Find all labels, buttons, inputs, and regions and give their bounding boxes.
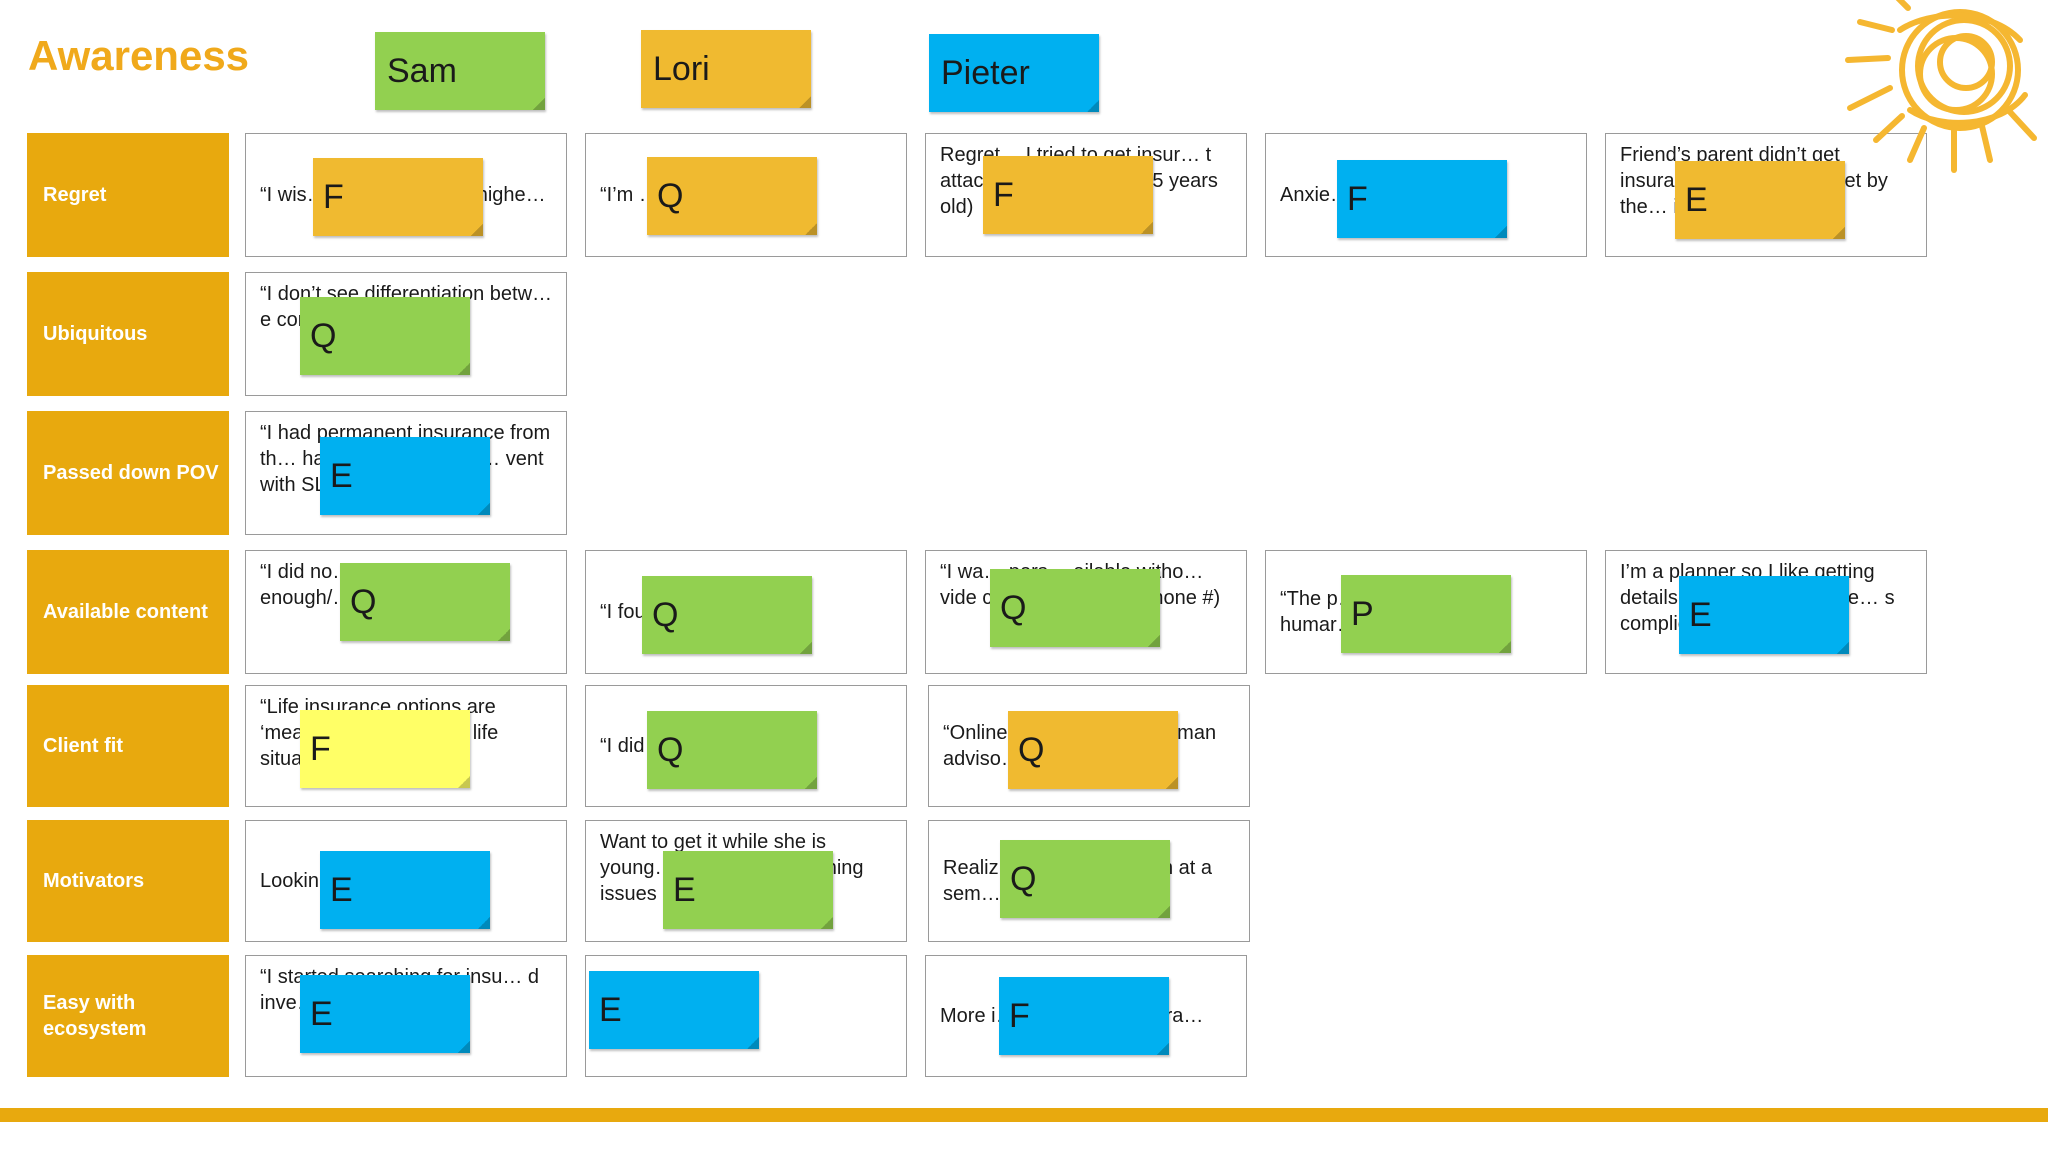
sticky-note[interactable]: E (320, 851, 490, 929)
row-label-easy-with-ecosystem: Easy with ecosystem (27, 955, 229, 1077)
legend-lori: Lori (641, 30, 811, 108)
sticky-note[interactable]: E (1675, 161, 1845, 239)
row-label-regret: Regret (27, 133, 229, 257)
sticky-note[interactable]: F (999, 977, 1169, 1055)
sticky-note[interactable]: Q (1008, 711, 1178, 789)
sticky-note[interactable]: Q (340, 563, 510, 641)
row-label-passed-down-pov: Passed down POV (27, 411, 229, 535)
sticky-note[interactable]: Q (647, 711, 817, 789)
sticky-note[interactable]: Q (647, 157, 817, 235)
sticky-note[interactable]: E (320, 437, 490, 515)
sticky-note[interactable]: F (1337, 160, 1507, 238)
sticky-note[interactable]: Q (1000, 840, 1170, 918)
sticky-note[interactable]: E (1679, 576, 1849, 654)
row-label-ubiquitous: Ubiquitous (27, 272, 229, 396)
legend-sam: Sam (375, 32, 545, 110)
sticky-note[interactable]: E (589, 971, 759, 1049)
sticky-note[interactable]: P (1341, 575, 1511, 653)
row-label-client-fit: Client fit (27, 685, 229, 807)
sticky-note[interactable]: E (300, 975, 470, 1053)
sticky-note[interactable]: E (663, 851, 833, 929)
page-title: Awareness (28, 32, 250, 79)
sticky-note[interactable]: Q (300, 297, 470, 375)
sun-logo-icon (1845, 0, 2037, 173)
sticky-note[interactable]: F (300, 710, 470, 788)
footer-bar (0, 1108, 2048, 1122)
legend-pieter: Pieter (929, 34, 1099, 112)
row-label-available-content: Available content (27, 550, 229, 674)
row-label-motivators: Motivators (27, 820, 229, 942)
sticky-note[interactable]: Q (990, 569, 1160, 647)
sticky-note[interactable]: Q (642, 576, 812, 654)
sticky-note[interactable]: F (983, 156, 1153, 234)
sticky-note[interactable]: F (313, 158, 483, 236)
